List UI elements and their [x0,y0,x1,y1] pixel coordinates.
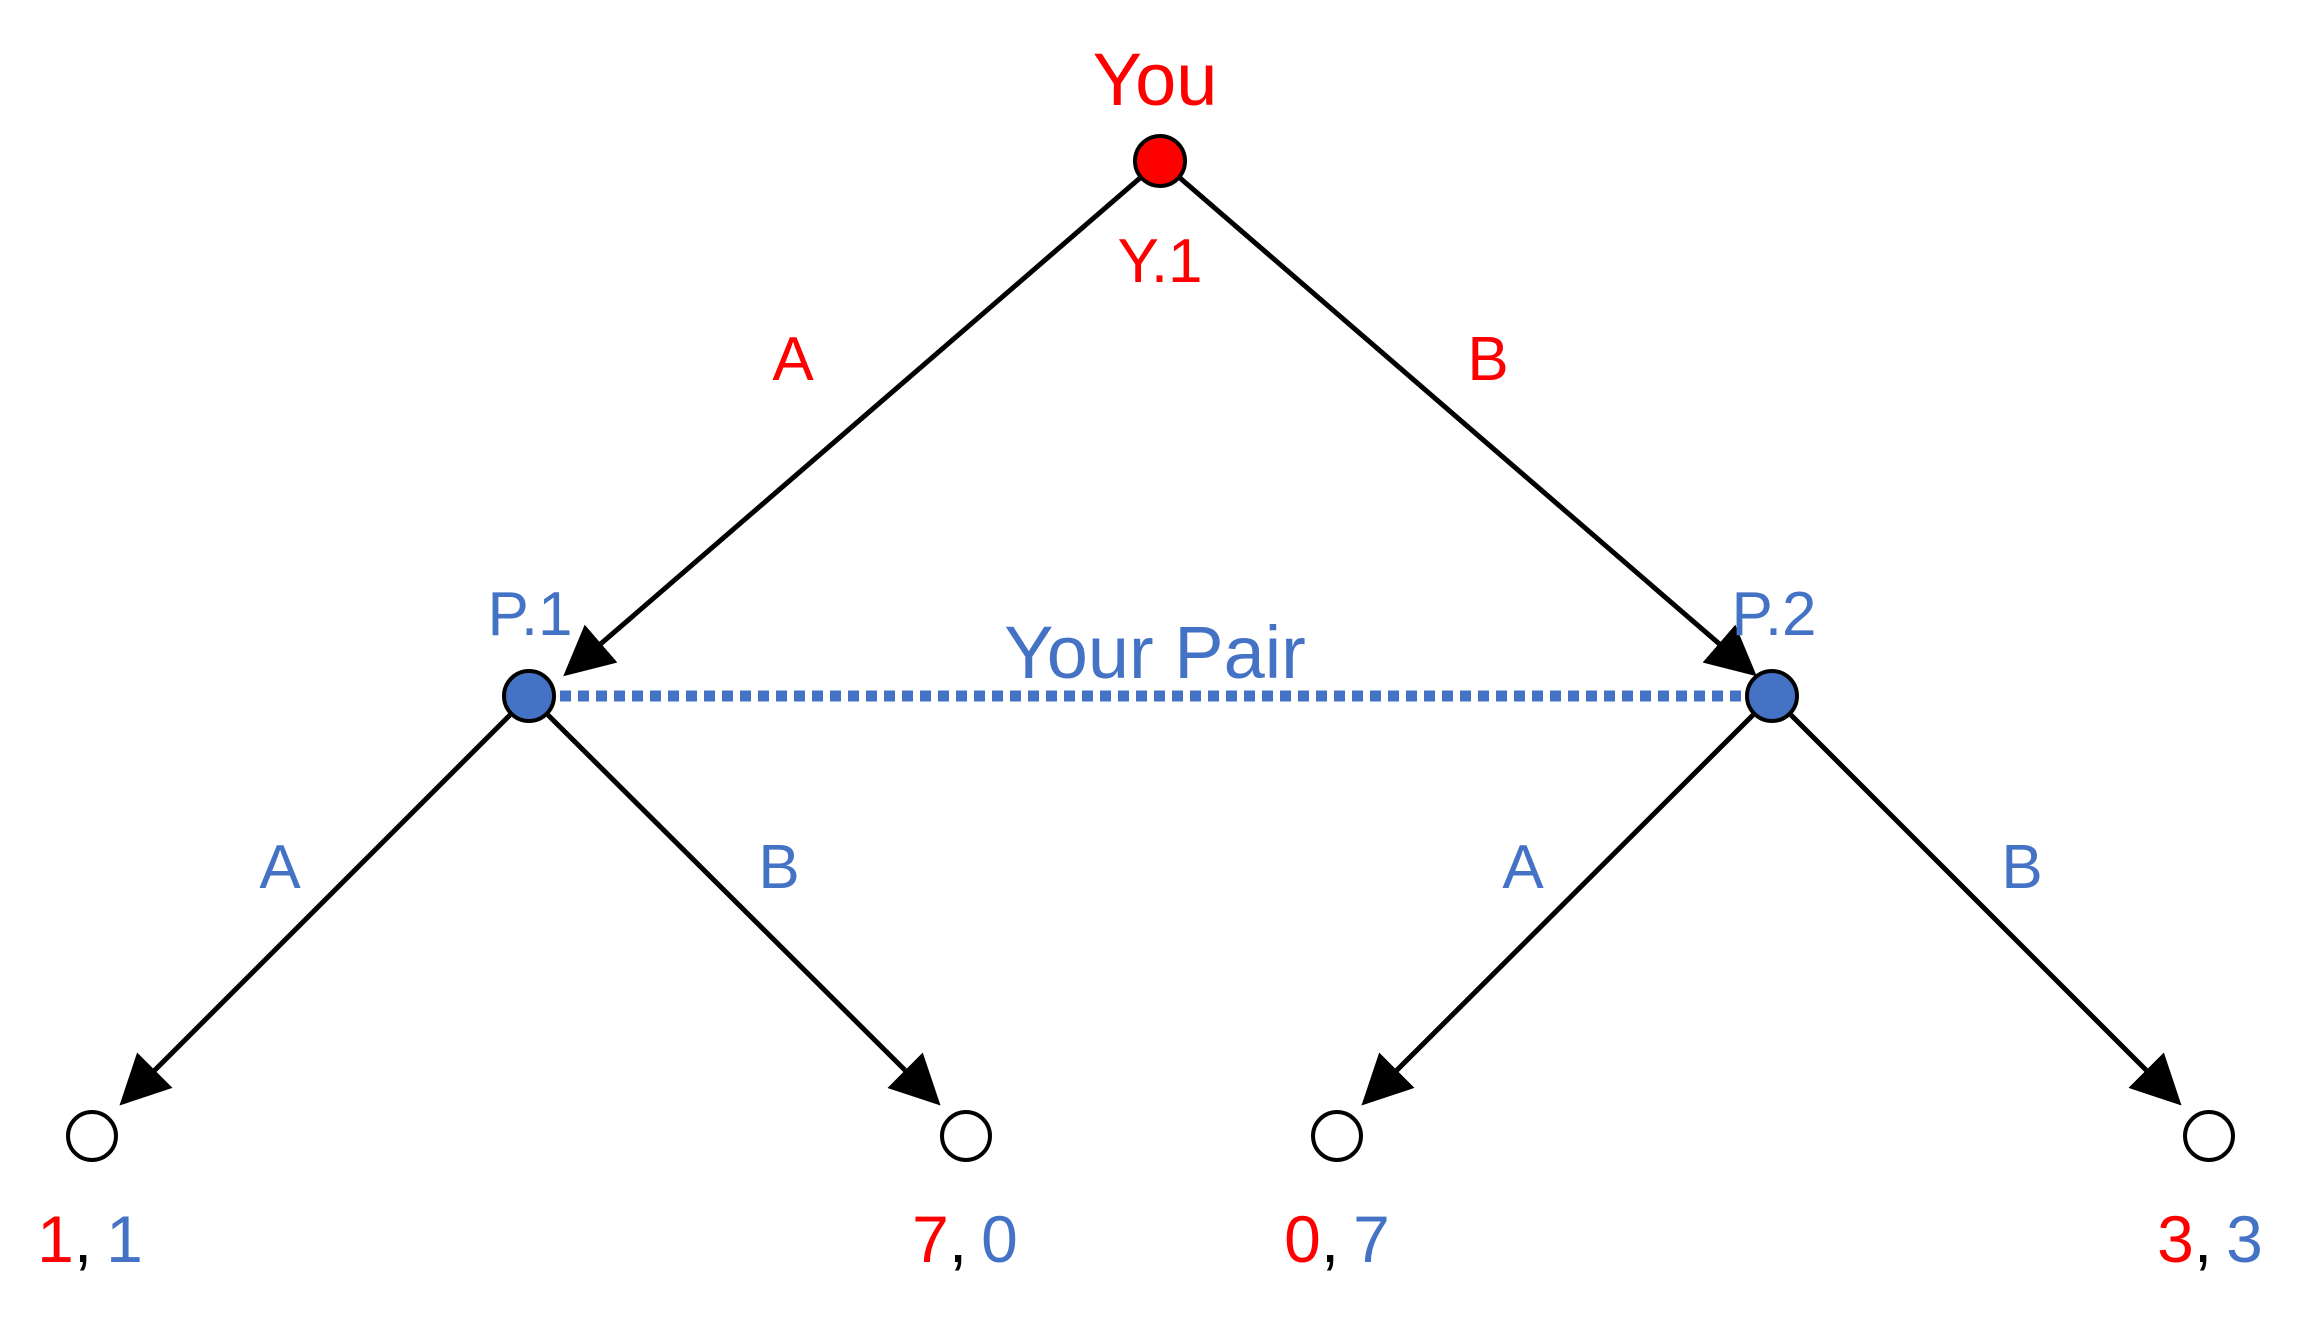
payoff-2-pair: 0 [981,1202,1018,1276]
payoff-2: 7,0 [912,1202,1018,1276]
root-move-right-label: B [1467,325,1508,394]
terminal-node-2 [940,1110,992,1162]
edge-p2-to-leaf3 [1361,713,1755,1106]
pair-node-p1-label: P.1 [487,580,572,649]
payoff-3: 0,7 [1284,1202,1390,1276]
terminal-node-3 [1311,1110,1363,1162]
payoff-4-you: 3 [2157,1202,2194,1276]
root-node-label: Y.1 [1117,227,1202,296]
information-set-label: Your Pair [1004,611,1306,694]
pair-node-p2-label: P.2 [1731,580,1816,649]
p2-move-right-label: B [2001,833,2042,902]
p2-move-left-label: A [1502,833,1544,902]
payoff-1-separator: , [74,1202,92,1276]
root-node [1133,134,1187,188]
terminal-node-4 [2183,1110,2235,1162]
payoff-4-separator: , [2194,1202,2212,1276]
edge-p1-to-leaf1 [119,713,512,1106]
payoff-1: 1,1 [37,1202,143,1276]
pair-node-p1 [502,669,556,723]
payoff-3-separator: , [1321,1202,1339,1276]
edge-p1-to-leaf2 [546,713,941,1106]
payoff-3-you: 0 [1284,1202,1321,1276]
terminal-node-1 [66,1110,118,1162]
p1-move-left-label: A [259,833,301,902]
payoff-1-pair: 1 [106,1202,143,1276]
p1-move-right-label: B [758,833,799,902]
root-player-label: You [1093,38,1218,121]
payoff-1-you: 1 [37,1202,74,1276]
payoff-2-separator: , [949,1202,967,1276]
payoff-4: 3,3 [2157,1202,2263,1276]
pair-node-p2 [1745,669,1799,723]
payoff-4-pair: 3 [2226,1202,2263,1276]
edge-p2-to-leaf4 [1789,713,2182,1106]
edge-root-to-p2 [1178,176,1757,677]
payoff-3-pair: 7 [1353,1202,1390,1276]
root-move-left-label: A [772,325,814,394]
payoff-2-you: 7 [912,1202,949,1276]
edge-root-to-p1 [563,176,1142,677]
